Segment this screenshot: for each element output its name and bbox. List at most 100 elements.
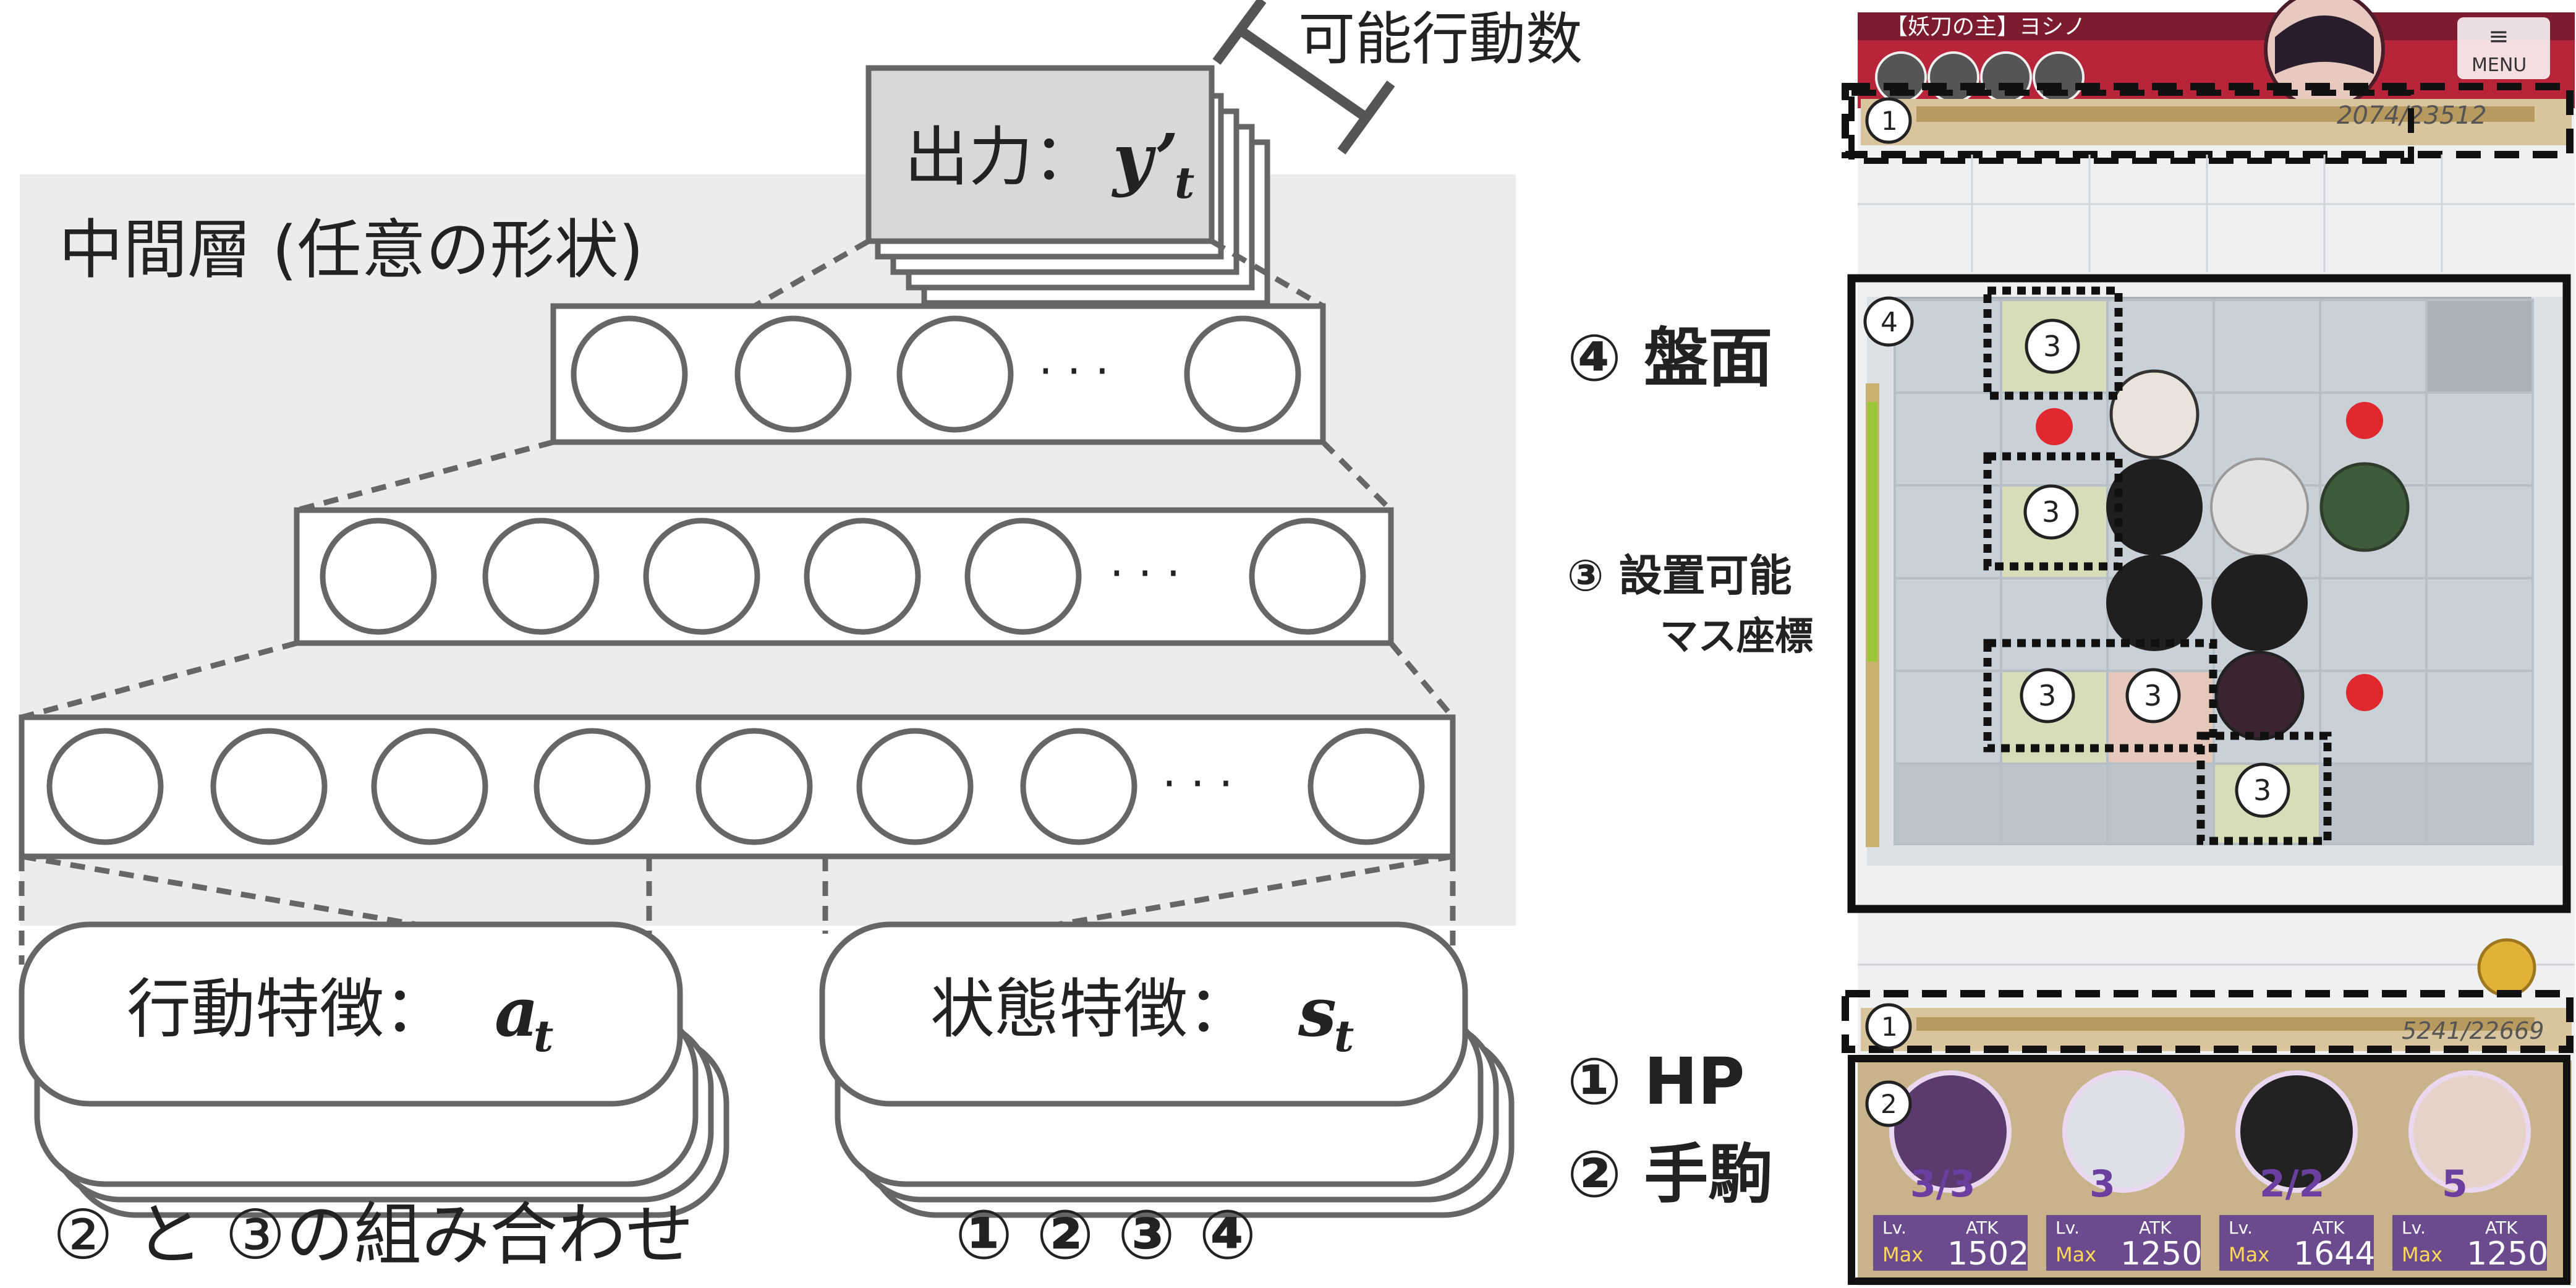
legend: ④ 盤面 ③ 設置可能 マス座標 ① HP ② 手駒 xyxy=(1567,320,1813,1212)
svg-text:Lv.: Lv. xyxy=(2402,1218,2426,1238)
board-highlight xyxy=(1847,274,2571,913)
legend-board: ④ 盤面 xyxy=(1567,320,1772,396)
enemy-hp-bar: 2074/23512 xyxy=(1861,99,2572,145)
unit-piece-top xyxy=(2109,369,2200,459)
action-count-bracket xyxy=(1212,0,1395,155)
svg-text:ATK: ATK xyxy=(1966,1218,1999,1238)
state-feature-subscript: t xyxy=(1334,1010,1354,1062)
neuron xyxy=(533,728,651,845)
neuron xyxy=(1307,728,1425,845)
game-screenshot: 【妖刀の主】ヨシノ ≡ MENU 2074/23512 1 xyxy=(1842,0,2575,1286)
player-hp-highlight xyxy=(1842,990,2574,1053)
action-feature-subscript: t xyxy=(533,1010,553,1062)
svg-text:4: 4 xyxy=(1881,307,1898,338)
legend-hand: ② 手駒 xyxy=(1567,1137,1772,1212)
menu-label: MENU xyxy=(2472,54,2527,76)
svg-text:3/3: 3/3 xyxy=(1910,1162,1975,1206)
hidden-layer-3: · · · xyxy=(19,714,1456,859)
action-count-label: 可能行動数 xyxy=(1298,6,1583,72)
legend-placeable-line1: ③ 設置可能 xyxy=(1567,550,1792,601)
enemy-title: 【妖刀の主】ヨシノ xyxy=(1885,14,2086,40)
state-feature-stack xyxy=(819,921,1515,1218)
svg-text:1502: 1502 xyxy=(1947,1235,2029,1273)
hand-unit-1[interactable]: 3/3 Lv. ATK Max 1502 xyxy=(1873,1070,2029,1273)
hand-unit-3[interactable]: 2/2 Lv. ATK Max 1644 xyxy=(2219,1070,2375,1273)
hand-unit-4[interactable]: 5 Lv. ATK Max 1250 xyxy=(2392,1070,2548,1273)
black-stone xyxy=(2211,555,2308,651)
layer-ellipsis: · · · xyxy=(1110,547,1180,599)
svg-text:3: 3 xyxy=(2043,330,2061,363)
neuron xyxy=(482,518,600,635)
hidden-layer-label: 中間層 (任意の形状) xyxy=(59,212,644,288)
neuron xyxy=(804,518,921,635)
player-hp-bar: 5241/22669 xyxy=(1861,1008,2572,1051)
svg-text:3: 3 xyxy=(2253,774,2271,807)
svg-text:Max: Max xyxy=(2229,1243,2269,1266)
neuron xyxy=(46,728,164,845)
unit-piece-bottom xyxy=(2214,650,2305,741)
neuron xyxy=(643,518,760,635)
network-diagram: 中間層 (任意の形状) 出力： y’ t 可能行動数 xyxy=(19,0,1583,1274)
neuron xyxy=(210,728,328,845)
output-box xyxy=(865,65,1215,244)
neuron xyxy=(964,518,1082,635)
floor-pattern xyxy=(1858,155,2575,966)
layer-ellipsis: · · · xyxy=(1162,757,1233,809)
action-feature-caption: ② と ③の組み合わせ xyxy=(53,1195,694,1274)
action-feature-box xyxy=(19,921,683,1107)
neuron xyxy=(1020,728,1137,845)
neuron xyxy=(371,728,488,845)
state-feature-box xyxy=(819,921,1468,1107)
svg-text:2: 2 xyxy=(1881,1089,1897,1119)
action-feature-variable: a xyxy=(495,972,538,1052)
svg-text:1: 1 xyxy=(1881,1012,1898,1042)
state-feature-label: 状態特徴： xyxy=(930,971,1252,1047)
game-board xyxy=(1866,297,2565,866)
svg-text:1250: 1250 xyxy=(2467,1235,2548,1273)
svg-text:ATK: ATK xyxy=(2485,1218,2518,1238)
output-label: 出力： xyxy=(904,119,1097,195)
layer-ellipsis: · · · xyxy=(1039,345,1109,397)
output-variable-subscript: t xyxy=(1175,157,1194,208)
output-stack xyxy=(865,65,1270,306)
hand-unit-2[interactable]: 3 Lv. ATK Max 1250 xyxy=(2046,1070,2202,1273)
enemy-banner: 【妖刀の主】ヨシノ ≡ MENU xyxy=(1858,0,2575,110)
svg-text:Max: Max xyxy=(2055,1243,2096,1266)
action-feature-stack xyxy=(19,921,729,1218)
hidden-layer-2: · · · xyxy=(294,507,1394,646)
hidden-layer-1: · · · xyxy=(550,303,1326,445)
svg-text:3: 3 xyxy=(2038,679,2056,712)
menu-button[interactable] xyxy=(2457,17,2550,79)
red-markers xyxy=(2036,402,2383,711)
neuron xyxy=(1184,315,1301,433)
marker-hand xyxy=(1865,1080,1912,1127)
svg-text:1644: 1644 xyxy=(2293,1235,2375,1273)
state-feature-caption: ① ② ③ ④ xyxy=(955,1195,1256,1274)
marker-hp-top xyxy=(1865,97,1912,144)
unit-piece-right xyxy=(2319,462,2410,552)
state-feature-variable: s xyxy=(1298,972,1337,1052)
action-feature-label: 行動特徴： xyxy=(127,971,448,1047)
svg-text:Max: Max xyxy=(1882,1243,1923,1266)
legend-hp: ① HP xyxy=(1567,1044,1745,1119)
output-variable: y’ xyxy=(1111,119,1178,198)
player-hp-value: 5241/22669 xyxy=(2402,1017,2544,1044)
marker-hp-bottom xyxy=(1865,1003,1912,1050)
hand-highlight xyxy=(1848,1055,2570,1285)
neuron xyxy=(734,315,852,433)
svg-text:Max: Max xyxy=(2402,1243,2442,1266)
placeable-markers: 3 3 3 3 3 xyxy=(2020,318,2290,818)
enemy-hp-highlight-inner xyxy=(1848,90,2414,164)
neuron xyxy=(695,728,813,845)
svg-text:3: 3 xyxy=(2144,679,2162,712)
marker-board xyxy=(1863,296,1914,347)
white-stone xyxy=(2210,458,2309,557)
black-stone xyxy=(2106,555,2203,651)
neuron xyxy=(1249,518,1366,635)
neuron xyxy=(896,315,1014,433)
svg-text:5: 5 xyxy=(2442,1162,2468,1206)
neuron xyxy=(856,728,974,845)
placeable-squares xyxy=(1983,286,2332,845)
board-tiles xyxy=(1894,299,2534,845)
